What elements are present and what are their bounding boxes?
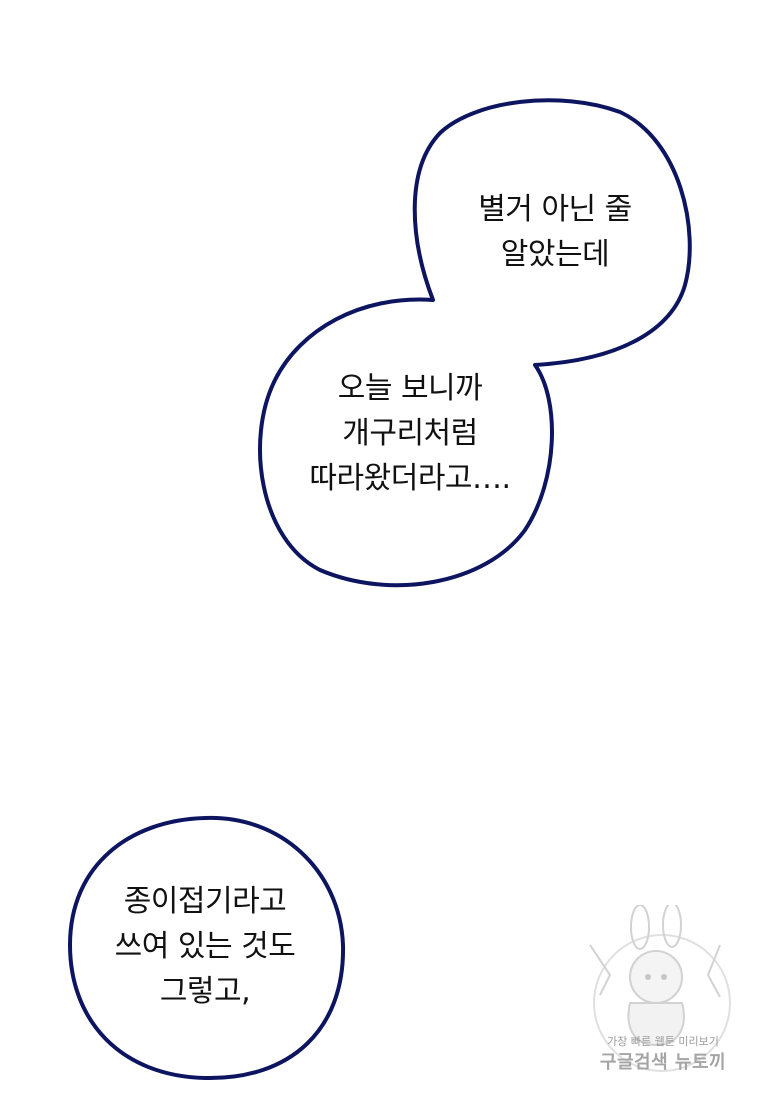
- text-line: 개구리처럼: [342, 416, 478, 451]
- bubble-middle-text: 오늘 보니까 개구리처럼 따라왔더라고….: [280, 366, 540, 501]
- text-line: 그렇고,: [159, 974, 251, 1009]
- watermark-title: 구글검색 뉴토끼: [599, 1052, 727, 1073]
- text-line: 오늘 보니까: [337, 371, 483, 406]
- text-line: 별거 아닌 줄: [478, 192, 632, 227]
- text-line: 따라왔더라고….: [309, 461, 511, 496]
- speech-bubble-combined: [258, 98, 692, 588]
- text-line: 쓰여 있는 것도: [114, 929, 296, 964]
- bubble-bottom-text: 종이접기라고 쓰여 있는 것도 그렇고,: [85, 879, 325, 1014]
- rabbit-character-logo-icon: [589, 905, 731, 1072]
- watermark-tagline: 가장 빠른 웹툰 미리보기: [607, 1035, 719, 1048]
- text-line: 알았는데: [500, 237, 610, 272]
- bubble-top-text: 별거 아닌 줄 알았는데: [440, 187, 670, 277]
- speech-bubble-bottom: [68, 815, 346, 1081]
- text-line: 종이접기라고: [123, 884, 287, 919]
